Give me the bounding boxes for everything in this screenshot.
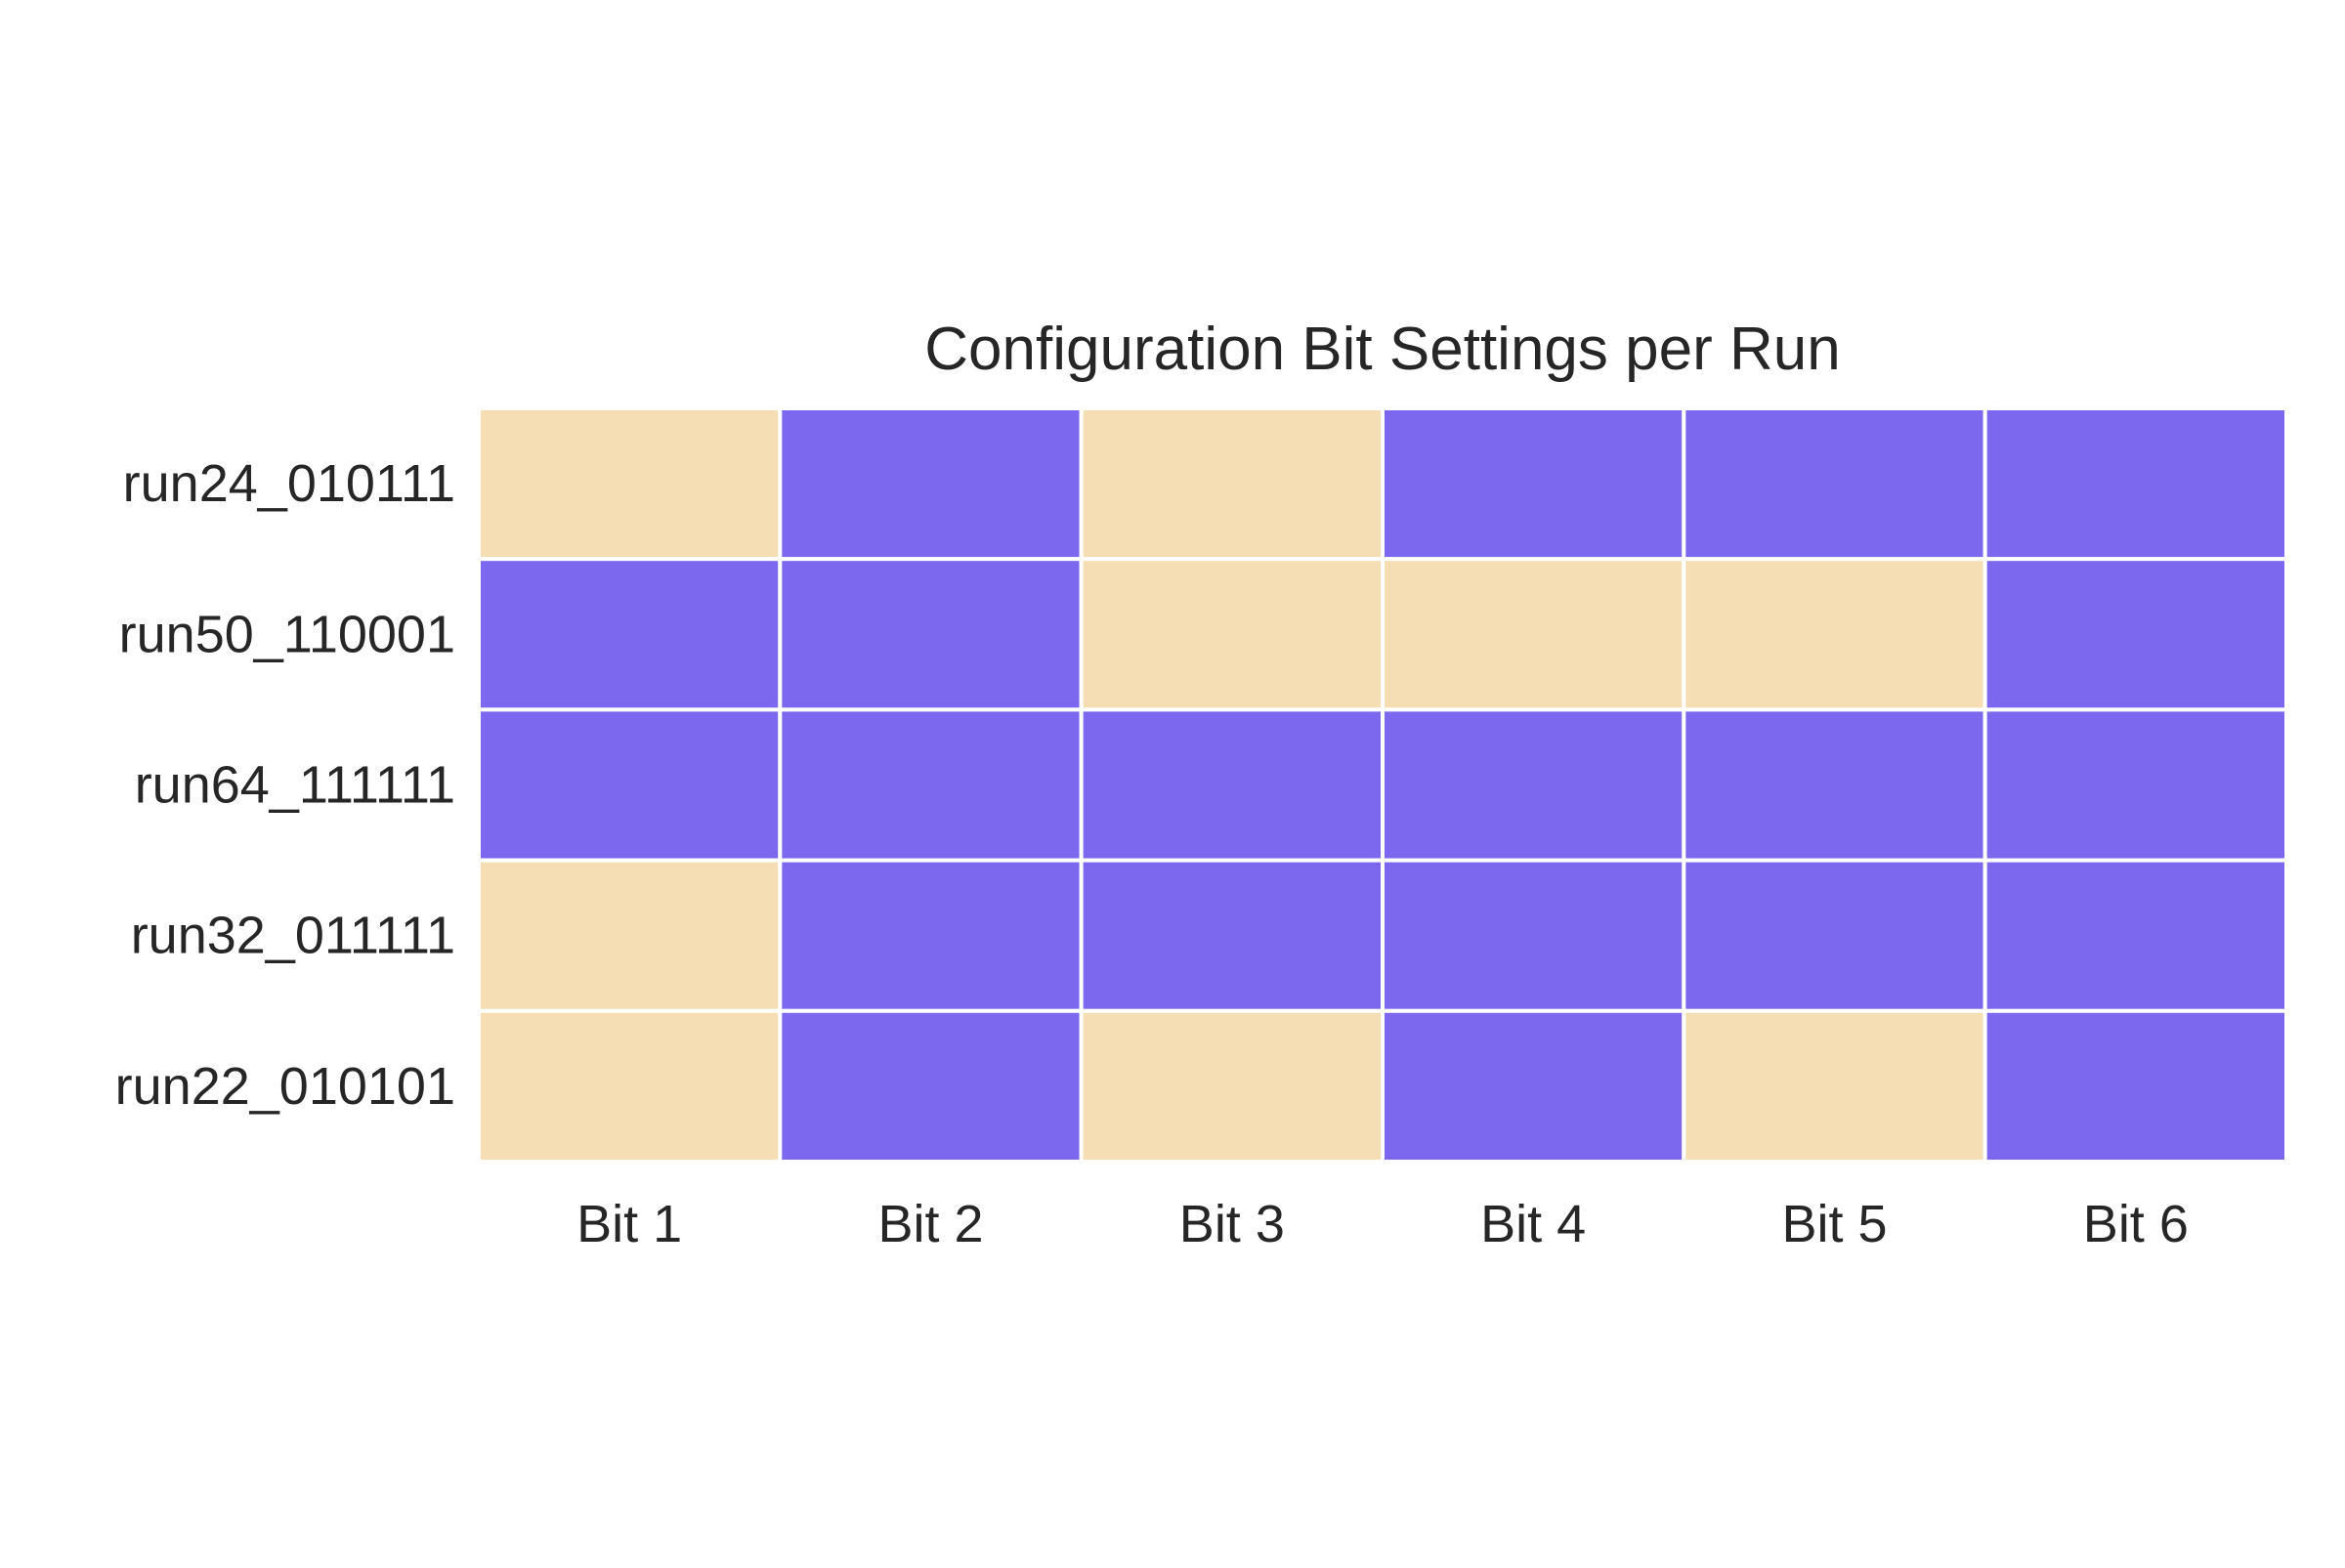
column-tick-label: Bit 6 bbox=[2083, 1195, 2189, 1253]
chart-title: Configuration Bit Settings per Run bbox=[924, 316, 1840, 383]
heatmap-cell-r2-c3 bbox=[1079, 557, 1385, 712]
row-labels: run24_010111 run50_110001 run64_111111 run3… bbox=[115, 454, 455, 1116]
heatmap-cell-r5-c2 bbox=[778, 1008, 1084, 1165]
heatmap-cell-r2-c2 bbox=[778, 557, 1084, 712]
heatmap-cell-r3-c2 bbox=[778, 707, 1084, 863]
heatmap-cell-r4-c4 bbox=[1381, 858, 1686, 1013]
heatmap-cell-r5-c4 bbox=[1381, 1008, 1686, 1165]
heatmap-cell-r5-c5 bbox=[1682, 1008, 1987, 1165]
heatmap-cell-r1-c5 bbox=[1682, 406, 1987, 562]
heatmap-cell-r2-c4 bbox=[1381, 557, 1686, 712]
heatmap-cell-r4-c6 bbox=[1983, 858, 2288, 1013]
heatmap-cell-r4-c2 bbox=[778, 858, 1084, 1013]
heatmap-cell-r5-c6 bbox=[1983, 1008, 2288, 1165]
column-tick-label: Bit 2 bbox=[877, 1195, 983, 1253]
column-tick-label: Bit 3 bbox=[1179, 1195, 1285, 1253]
heatmap-cell-r4-c1 bbox=[477, 858, 783, 1013]
heatmap-cell-r2-c1 bbox=[477, 557, 783, 712]
row-tick-label: run32_011111 bbox=[131, 907, 455, 965]
row-tick-label: run22_010101 bbox=[115, 1057, 455, 1116]
heatmap-cell-r2-c6 bbox=[1983, 557, 2288, 712]
heatmap-cell-r3-c6 bbox=[1983, 707, 2288, 863]
heatmap-cell-r3-c3 bbox=[1079, 707, 1385, 863]
row-tick-label: run50_110001 bbox=[119, 605, 455, 663]
heatmap-cell-r1-c3 bbox=[1079, 406, 1385, 562]
heatmap-cell-r3-c1 bbox=[477, 707, 783, 863]
column-tick-label: Bit 1 bbox=[576, 1195, 682, 1253]
heatmap-cells bbox=[477, 406, 2288, 1165]
heatmap-cell-r5-c3 bbox=[1079, 1008, 1385, 1165]
heatmap-cell-r2-c5 bbox=[1682, 557, 1987, 712]
row-tick-label: run24_010111 bbox=[123, 454, 455, 513]
heatmap-cell-r3-c4 bbox=[1381, 707, 1686, 863]
column-labels: Bit 1 Bit 2 Bit 3 Bit 4 Bit 5 Bit 6 bbox=[576, 1195, 2189, 1253]
heatmap-cell-r3-c5 bbox=[1682, 707, 1987, 863]
column-tick-label: Bit 5 bbox=[1781, 1195, 1887, 1253]
heatmap-cell-r1-c6 bbox=[1983, 406, 2288, 562]
column-tick-label: Bit 4 bbox=[1480, 1195, 1586, 1253]
heatmap-cell-r4-c3 bbox=[1079, 858, 1385, 1013]
row-tick-label: run64_111111 bbox=[135, 756, 455, 815]
heatmap-cell-r5-c1 bbox=[477, 1008, 783, 1165]
heatmap-cell-r4-c5 bbox=[1682, 858, 1987, 1013]
heatmap-cell-r1-c1 bbox=[477, 406, 783, 562]
heatmap-cell-r1-c4 bbox=[1381, 406, 1686, 562]
heatmap-cell-r1-c2 bbox=[778, 406, 1084, 562]
